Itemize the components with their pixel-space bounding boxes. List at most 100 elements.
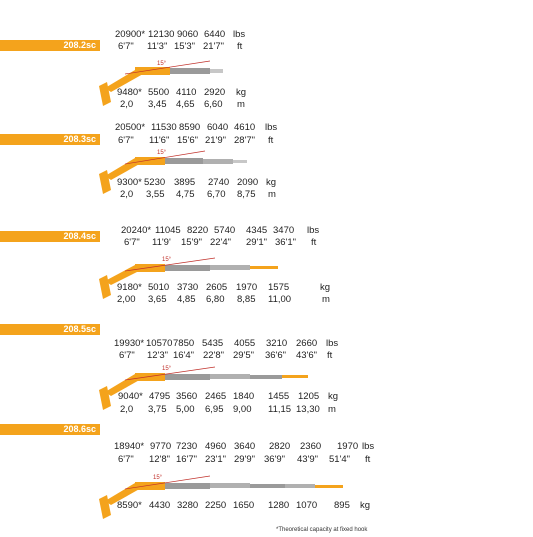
unit: ft [365, 454, 371, 465]
value: 9060 [177, 29, 199, 40]
value: 9300* [117, 177, 142, 188]
unit: ft [327, 350, 333, 361]
value: 2605 [206, 282, 228, 293]
svg-text:15°: 15° [162, 257, 172, 263]
value: 16'7" [176, 454, 198, 465]
model-tag: 208.4sc [0, 231, 100, 242]
value: 3895 [174, 177, 196, 188]
value: 8590 [179, 122, 201, 133]
value: 2740 [208, 177, 230, 188]
value: 11'3" [147, 41, 168, 52]
value: 4,65 [176, 99, 195, 110]
value: 2465 [205, 391, 227, 402]
value: 11045 [155, 225, 181, 236]
value: 18940* [114, 441, 145, 452]
value: 3640 [234, 441, 256, 452]
value: 4,75 [176, 189, 195, 200]
value: 29'5" [233, 350, 255, 361]
value: 15'6" [177, 135, 199, 146]
value: 1970 [236, 282, 258, 293]
value: 6040 [207, 122, 229, 133]
crane-diagram: 15° [99, 475, 343, 519]
value: 895 [334, 500, 350, 511]
value: 4,85 [177, 294, 196, 305]
value: 20900* [115, 29, 146, 40]
value: 1970 [337, 441, 359, 452]
value: 2,0 [120, 189, 134, 200]
value: 3,45 [148, 99, 167, 110]
unit: m [268, 189, 276, 200]
unit: lbs [362, 441, 375, 452]
value: 8590* [117, 500, 142, 511]
value: 2920 [204, 87, 226, 98]
value: 15'9" [181, 237, 203, 248]
value: 15'3" [174, 41, 196, 52]
value: 7230 [176, 441, 198, 452]
value: 5435 [202, 338, 224, 349]
value: 9480* [117, 87, 142, 98]
unit: m [237, 99, 245, 110]
value: 5,00 [176, 404, 195, 415]
value: 1280 [268, 500, 290, 511]
value: 43'9" [297, 454, 319, 465]
unit: ft [237, 41, 243, 52]
value: 43'6" [296, 350, 318, 361]
value: 5740 [214, 225, 236, 236]
value: 2250 [205, 500, 227, 511]
value: 3,55 [146, 189, 165, 200]
value: 4345 [246, 225, 268, 236]
crane-diagram: 15° [99, 150, 247, 194]
svg-text:15°: 15° [153, 475, 163, 481]
unit: m [322, 294, 330, 305]
value: 6,95 [205, 404, 224, 415]
value: 5500 [148, 87, 170, 98]
footnote: *Theoretical capacity at fixed hook [276, 527, 368, 533]
value: 4960 [205, 441, 227, 452]
value: 2360 [300, 441, 322, 452]
value: 13,30 [296, 404, 320, 415]
value: 3210 [266, 338, 288, 349]
unit: kg [328, 391, 339, 402]
value: 36'1" [275, 237, 297, 248]
unit: lbs [307, 225, 320, 236]
value: 5230 [144, 177, 166, 188]
value: 6'7" [119, 350, 135, 361]
value: 6'7" [118, 41, 134, 52]
svg-text:15°: 15° [157, 61, 167, 67]
value: 6,70 [207, 189, 226, 200]
value: 1455 [268, 391, 290, 402]
value: 28'7" [234, 135, 256, 146]
value: 9180* [117, 282, 142, 293]
value: 29'9" [234, 454, 256, 465]
value: 3,75 [148, 404, 167, 415]
value: 4610 [234, 122, 256, 133]
model-tag: 208.3sc [0, 134, 100, 145]
value: 10570 [146, 338, 173, 349]
value: 8,85 [237, 294, 256, 305]
value: 29'1" [246, 237, 268, 248]
value: 36'9" [264, 454, 286, 465]
value: 19930* [114, 338, 145, 349]
value: 4795 [149, 391, 171, 402]
value: 11,00 [268, 294, 292, 305]
value: 11'6" [149, 135, 170, 146]
value: 2,00 [117, 294, 136, 305]
value: 3,65 [148, 294, 167, 305]
unit: ft [311, 237, 317, 248]
unit: lbs [233, 29, 246, 40]
value: 6,60 [204, 99, 223, 110]
value: 21'7" [203, 41, 225, 52]
value: 23'1" [205, 454, 227, 465]
value: 36'6" [265, 350, 287, 361]
value: 8220 [187, 225, 209, 236]
value: 9040* [118, 391, 143, 402]
value: 12'8" [149, 454, 171, 465]
value: 6440 [204, 29, 226, 40]
value: 11,15 [268, 404, 292, 415]
svg-text:15°: 15° [157, 150, 167, 156]
value: 12130 [148, 29, 175, 40]
value: 11'9' [152, 237, 171, 248]
value: 1650 [233, 500, 255, 511]
value: 16'4" [173, 350, 195, 361]
model-tag: 208.5sc [0, 324, 100, 335]
